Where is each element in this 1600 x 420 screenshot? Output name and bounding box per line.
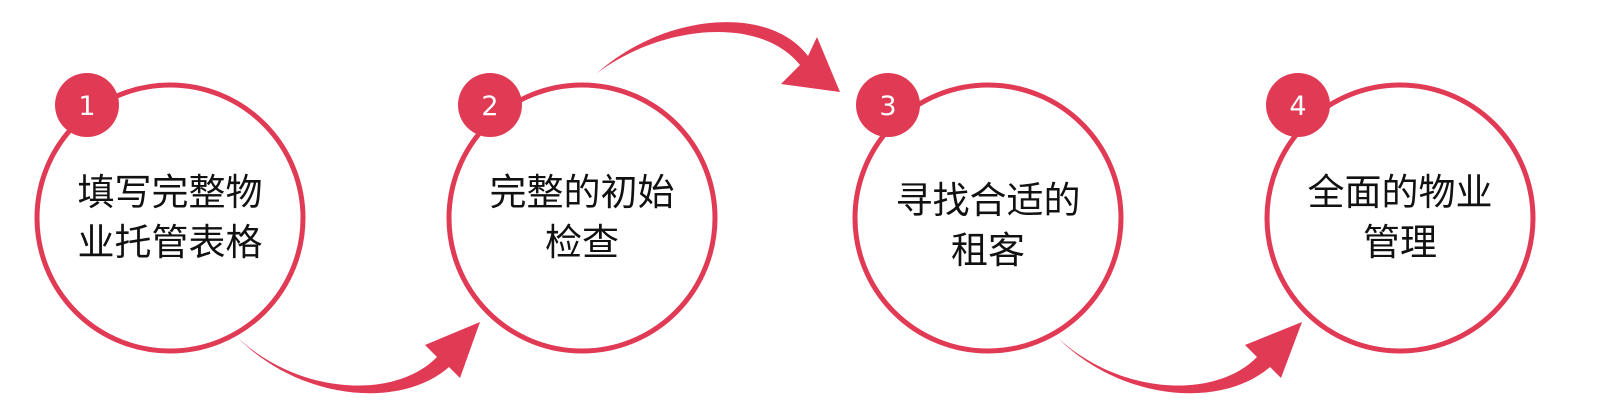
step-label-line2: 管理 (1363, 221, 1437, 264)
step-label-line2: 检查 (545, 221, 619, 264)
step-4: 4 全面的物业 管理 (1264, 73, 1536, 354)
step-circle (852, 82, 1124, 354)
step-number-badge (55, 73, 119, 137)
curved-arrow-icon (596, 22, 840, 92)
curved-arrow-icon (238, 322, 480, 394)
step-label-line1: 全面的物业 (1308, 171, 1493, 214)
step-label-line1: 完整的初始 (490, 171, 675, 214)
curved-arrow-icon (1058, 322, 1302, 394)
connector-1-2 (238, 322, 480, 394)
step-number-badge (856, 73, 920, 137)
step-circle (446, 82, 718, 354)
step-label-line1: 寻找合适的 (896, 179, 1081, 222)
step-1: 1 填写完整物 业托管表格 (34, 73, 306, 354)
connector-2-3 (596, 22, 840, 92)
step-number: 3 (879, 91, 896, 122)
step-number-badge (1266, 73, 1330, 137)
step-label-line2: 业托管表格 (78, 221, 263, 264)
step-number: 2 (481, 91, 498, 122)
step-label-line1: 填写完整物 (78, 171, 263, 214)
connector-3-4 (1058, 322, 1302, 394)
step-circle (1264, 82, 1536, 354)
step-number: 1 (78, 91, 95, 122)
step-circle (34, 82, 306, 354)
step-number: 4 (1289, 91, 1306, 122)
step-2: 2 完整的初始 检查 (446, 73, 718, 354)
step-label-line2: 租客 (951, 229, 1025, 272)
step-3: 3 寻找合适的 租客 (852, 73, 1124, 354)
step-number-badge (458, 73, 522, 137)
